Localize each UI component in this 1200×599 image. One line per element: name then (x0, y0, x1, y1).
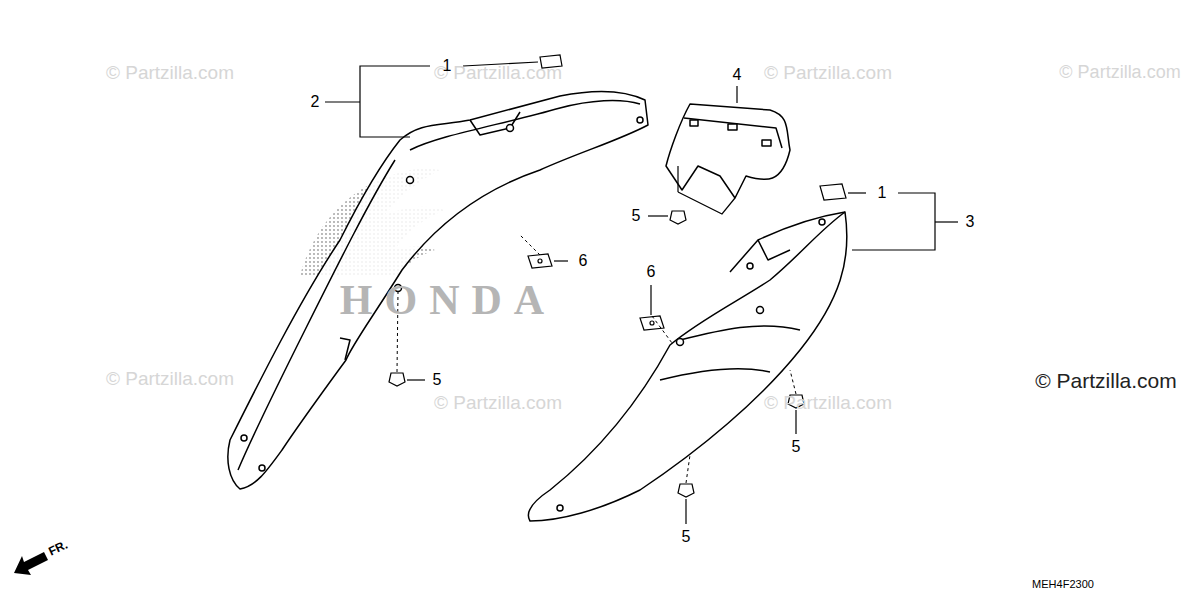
front-arrow (14, 552, 48, 575)
callout-number: 4 (733, 67, 742, 83)
left-side-cover (228, 91, 648, 489)
watermark: © Partzilla.com (1059, 63, 1180, 81)
callout-number: 6 (647, 264, 656, 280)
callout-number: 6 (579, 253, 588, 269)
callout-number: 5 (682, 529, 691, 545)
front-indicator: FR. (47, 538, 70, 557)
callout-number: 5 (433, 372, 442, 388)
bolt-symbol (389, 211, 804, 497)
leader-line (325, 62, 958, 524)
diagram-code: MEH4F2300 (1032, 579, 1094, 590)
watermark: © Partzilla.com (1035, 370, 1177, 391)
watermark: © Partzilla.com (434, 63, 562, 82)
callout-number: 1 (878, 185, 887, 201)
watermark: © Partzilla.com (764, 63, 892, 82)
callout-number: 5 (792, 439, 801, 455)
watermark: © Partzilla.com (434, 393, 562, 412)
callout-number: 1 (443, 58, 452, 74)
right-side-cover (528, 212, 847, 521)
rear-center-cover (666, 104, 790, 198)
callout-number: 2 (311, 94, 320, 110)
watermark: © Partzilla.com (106, 369, 234, 388)
watermark: © Partzilla.com (764, 393, 892, 412)
assembly-line (397, 235, 796, 483)
watermark: © Partzilla.com (106, 63, 234, 82)
brand-watermark: HONDA (340, 279, 556, 321)
callout-number: 5 (632, 208, 641, 224)
callout-number: 3 (966, 214, 975, 230)
